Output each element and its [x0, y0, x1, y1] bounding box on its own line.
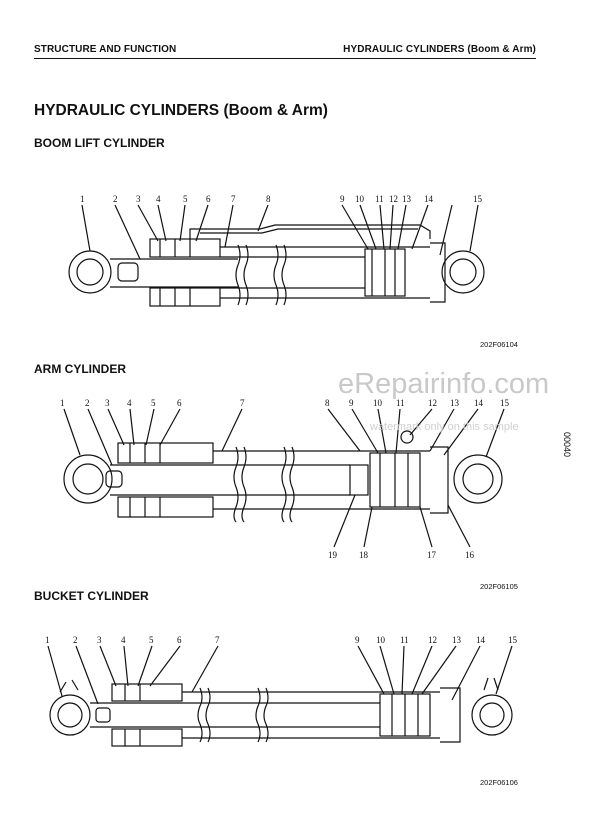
arm-callout-14: 14 [474, 398, 484, 408]
arm-callout-7: 7 [240, 398, 245, 408]
bucket-callout-9: 9 [355, 635, 360, 645]
page-title: HYDRAULIC CYLINDERS (Boom & Arm) [34, 102, 328, 119]
arm-callout-18: 18 [359, 550, 369, 560]
boom-callout-4: 4 [156, 194, 161, 204]
arm-callout-3: 3 [105, 398, 110, 408]
boom-callout-13: 13 [402, 194, 412, 204]
arm-cylinder-drawing: 1 2 3 4 5 6 7 8 9 10 11 12 13 14 15 19 1… [60, 398, 510, 560]
header-chapter-label: HYDRAULIC CYLINDERS (Boom & Arm) [343, 44, 536, 55]
watermark-brand: eRepairinfo.com [338, 368, 550, 400]
arm-callout-19: 19 [328, 550, 338, 560]
arm-callout-4: 4 [127, 398, 132, 408]
arm-figure-number: 202F06105 [480, 582, 518, 591]
boom-callout-3: 3 [136, 194, 141, 204]
arm-section-heading: ARM CYLINDER [34, 362, 126, 376]
arm-callout-8: 8 [325, 398, 330, 408]
boom-callout-14: 14 [424, 194, 434, 204]
boom-bottom-eye [441, 250, 485, 294]
bucket-bottom-eye [471, 694, 513, 736]
bucket-callout-3: 3 [97, 635, 102, 645]
boom-callout-6: 6 [206, 194, 211, 204]
boom-callout-12: 12 [389, 194, 398, 204]
bucket-callout-12: 12 [428, 635, 437, 645]
bucket-callout-13: 13 [452, 635, 462, 645]
bucket-callout-2: 2 [73, 635, 78, 645]
bucket-figure-number: 202F06106 [480, 778, 518, 787]
bucket-rod-eye [49, 694, 91, 736]
bucket-callout-5: 5 [149, 635, 154, 645]
arm-callout-10: 10 [373, 398, 383, 408]
boom-rod-eye [68, 250, 112, 294]
boom-callout-10: 10 [355, 194, 365, 204]
boom-callout-9: 9 [340, 194, 345, 204]
boom-callout-5: 5 [183, 194, 188, 204]
bucket-callout-6: 6 [177, 635, 182, 645]
boom-figure-number: 202F06104 [480, 340, 518, 349]
arm-callout-12: 12 [428, 398, 437, 408]
boom-callout-15: 15 [473, 194, 483, 204]
arm-callout-1: 1 [60, 398, 65, 408]
arm-callout-6: 6 [177, 398, 182, 408]
header-section-label: STRUCTURE AND FUNCTION [34, 44, 177, 55]
arm-callout-16: 16 [465, 550, 475, 560]
boom-callout-1: 1 [80, 194, 85, 204]
arm-callout-11: 11 [396, 398, 405, 408]
side-code: 00040 [562, 432, 572, 458]
watermark-note: watermark only on this sample [370, 421, 519, 433]
arm-callout-9: 9 [349, 398, 354, 408]
arm-callout-2: 2 [85, 398, 90, 408]
bucket-cylinder-drawing: 1 2 3 4 5 6 7 9 10 11 12 13 14 15 [45, 635, 518, 747]
bucket-callout-4: 4 [121, 635, 126, 645]
bucket-callout-15: 15 [508, 635, 518, 645]
boom-callout-8: 8 [266, 194, 271, 204]
bucket-callout-1: 1 [45, 635, 50, 645]
header-rule [34, 58, 536, 60]
boom-callout-7: 7 [231, 194, 236, 204]
arm-callout-13: 13 [450, 398, 460, 408]
arm-bottom-eye [453, 454, 503, 504]
boom-callout-11: 11 [375, 194, 384, 204]
bucket-section-heading: BUCKET CYLINDER [34, 589, 149, 603]
boom-cylinder-drawing: 1 2 3 4 5 6 7 8 9 10 11 12 13 14 15 [68, 194, 485, 307]
bucket-callout-10: 10 [376, 635, 386, 645]
arm-rod-eye [63, 454, 113, 504]
boom-callout-2: 2 [113, 194, 118, 204]
arm-callout-17: 17 [427, 550, 437, 560]
bucket-callout-11: 11 [400, 635, 409, 645]
bucket-callout-7: 7 [215, 635, 220, 645]
boom-section-heading: BOOM LIFT CYLINDER [34, 136, 165, 150]
arm-callout-5: 5 [151, 398, 156, 408]
bucket-callout-14: 14 [476, 635, 486, 645]
arm-callout-15: 15 [500, 398, 510, 408]
